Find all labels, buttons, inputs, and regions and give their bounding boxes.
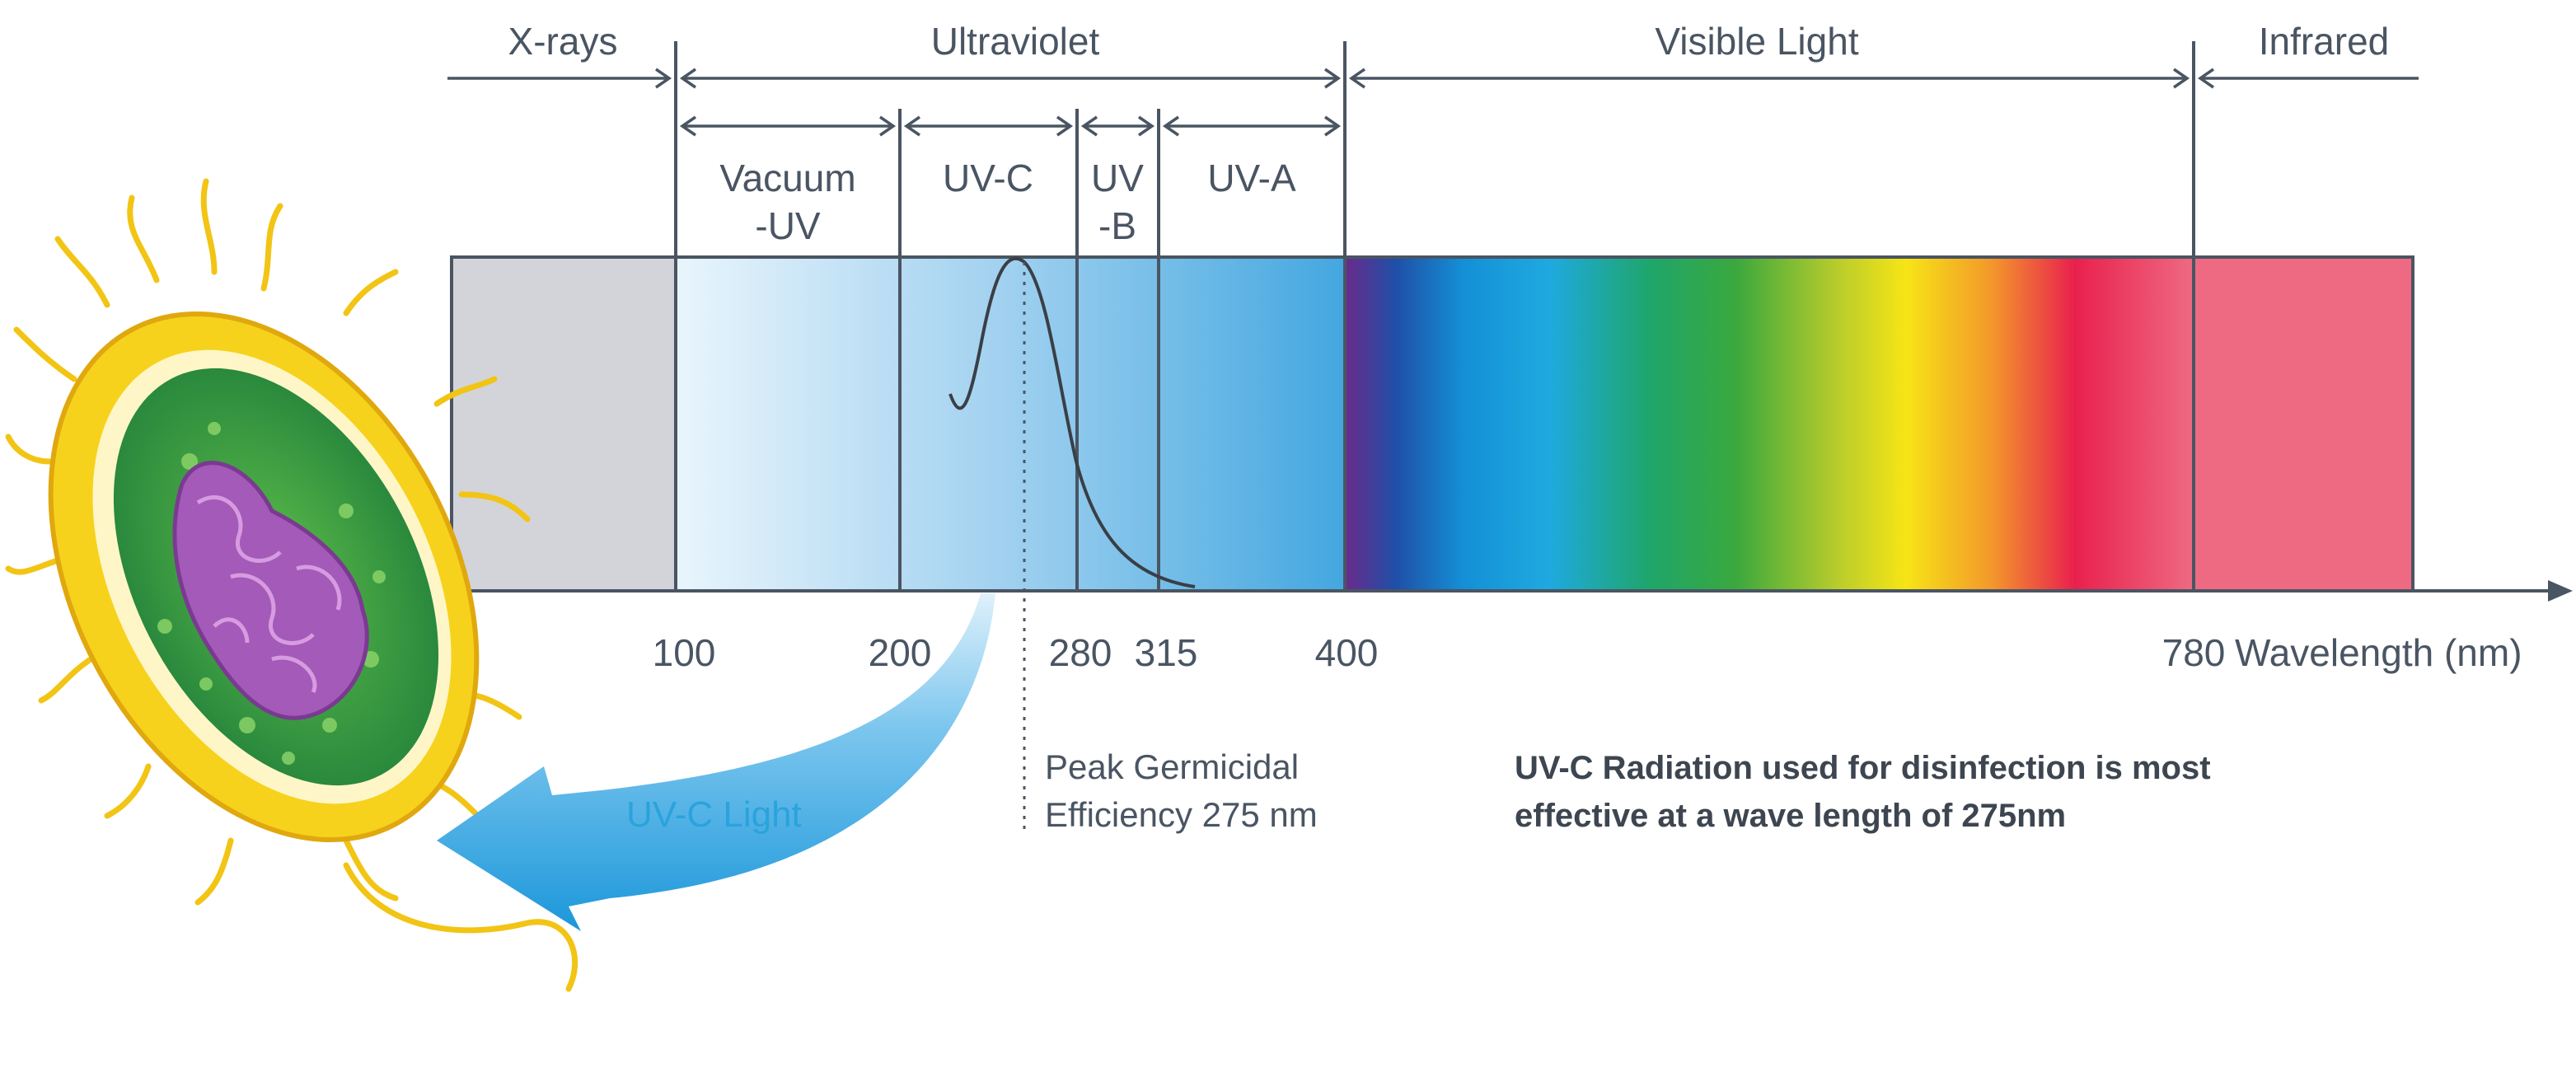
tick-400: 400 <box>1315 631 1379 674</box>
germicidal-efficiency-curve <box>948 256 1196 588</box>
label-uvb-line1: UV <box>1091 157 1144 199</box>
axis-label: Wavelength (nm) <box>2235 631 2522 674</box>
tick-280: 280 <box>1049 631 1112 674</box>
label-uva: UV-A <box>1207 157 1296 199</box>
label-ultraviolet: Ultraviolet <box>931 20 1100 63</box>
region-arrows <box>447 68 2419 89</box>
axis-arrowhead <box>2548 580 2573 602</box>
peak-note-line2: Efficiency 275 nm <box>1045 795 1318 834</box>
label-xrays: X-rays <box>508 20 618 63</box>
label-vacuum-uv-line1: Vacuum <box>719 157 855 199</box>
uv-band <box>674 255 1347 593</box>
tick-100: 100 <box>653 631 716 674</box>
tick-200: 200 <box>869 631 932 674</box>
label-uvb-line2: -B <box>1098 204 1136 247</box>
label-infrared: Infrared <box>2259 20 2390 63</box>
statement-line2: effective at a wave length of 275nm <box>1515 798 2066 834</box>
uv-band-arrows <box>679 115 1342 137</box>
peak-note-line1: Peak Germicidal <box>1045 747 1299 786</box>
infrared-band <box>2192 255 2414 593</box>
tick-315: 315 <box>1135 631 1198 674</box>
label-visible-light: Visible Light <box>1655 20 1858 63</box>
uvc-light-label: UV-C Light <box>626 794 802 835</box>
bacterium-illustration <box>5 178 578 992</box>
label-uvc: UV-C <box>943 157 1033 199</box>
statement-line1: UV-C Radiation used for disinfection is … <box>1515 750 2211 786</box>
uvc-curved-arrow <box>437 593 995 931</box>
tick-780: 780 <box>2162 631 2226 674</box>
label-vacuum-uv-line2: -UV <box>755 204 821 247</box>
visible-band <box>1343 255 2195 593</box>
xray-band <box>450 255 677 593</box>
